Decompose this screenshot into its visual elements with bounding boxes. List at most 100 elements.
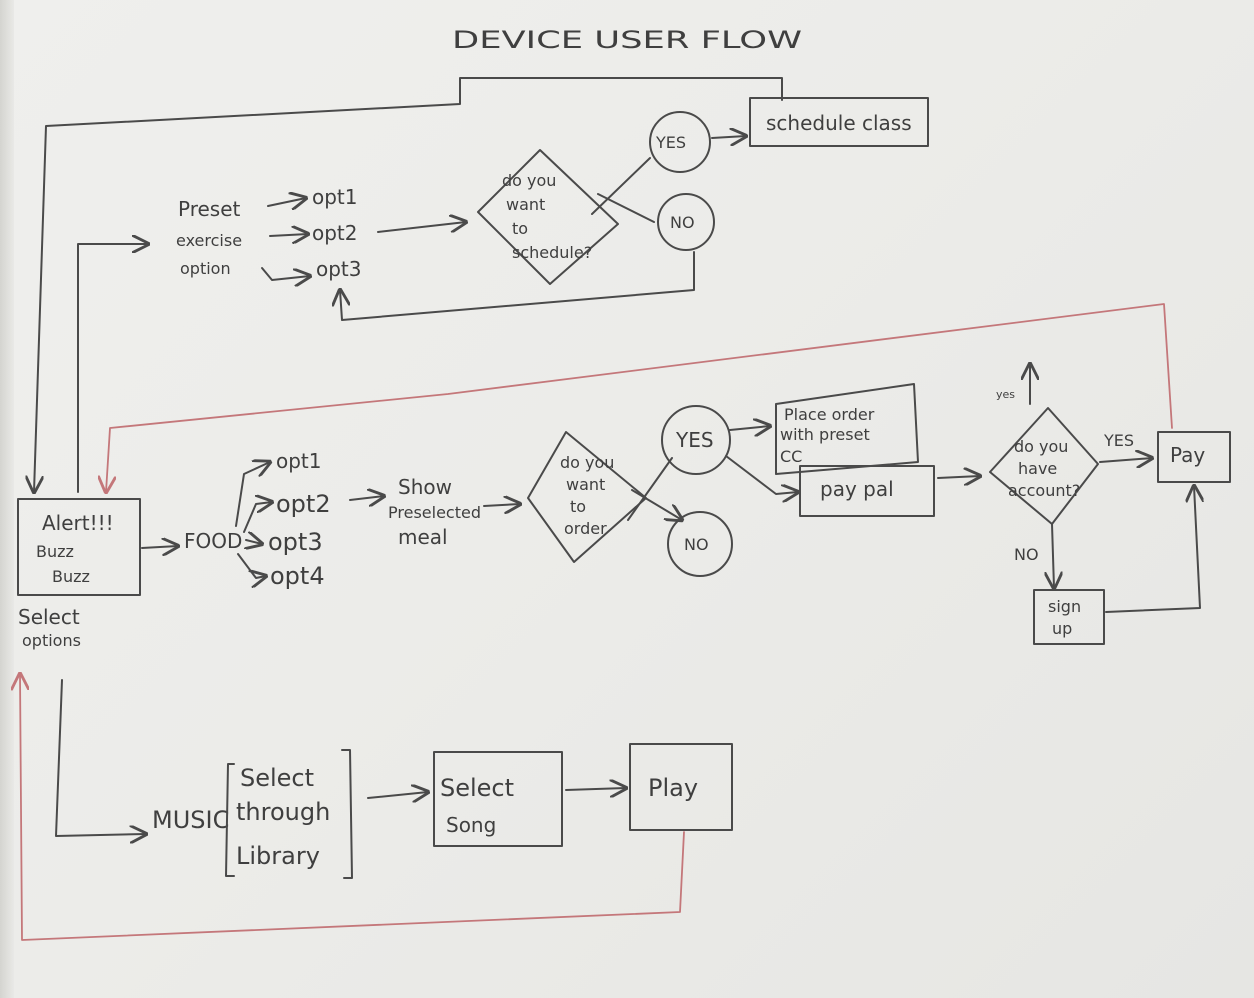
exercise-yes-circle [649, 111, 711, 173]
exercise-label-2: exercise [176, 231, 242, 250]
paper-edge [0, 0, 14, 998]
exercise-label-1: Preset [178, 197, 241, 221]
sign-up-2: up [1052, 619, 1072, 638]
exercise-decision-4: schedule? [512, 243, 592, 262]
paypal-box [799, 465, 935, 517]
food-opt1: opt1 [276, 449, 322, 473]
alert-caption-2: options [22, 631, 81, 650]
sign-up-1: sign [1048, 597, 1081, 616]
exercise-to-decision-arrow [377, 222, 466, 233]
account-yes-arrow [1099, 458, 1152, 462]
exercise-decision-1: do you [502, 171, 556, 190]
music-label: MUSIC [152, 806, 229, 834]
food-opt4-arrow [237, 553, 266, 578]
food-decision-1: do you [560, 453, 614, 472]
pay-return-arrow [106, 303, 1173, 492]
play-box [629, 743, 733, 831]
select-song-2: Song [446, 813, 496, 837]
decision-to-no-line [597, 193, 655, 223]
show-meal-3: meal [398, 525, 448, 549]
show-meal-2: Preselected [388, 503, 481, 522]
food-opt4: opt4 [270, 562, 325, 590]
alert-box [17, 498, 141, 596]
place-order-3: CC [780, 447, 802, 466]
account-decision-3: account? [1008, 481, 1080, 500]
sign-up-box [1033, 589, 1105, 645]
diagram-title: DEVICE USER FLOW [452, 26, 802, 54]
library-to-song-arrow [367, 792, 428, 798]
exercise-opt3-arrow [261, 267, 310, 280]
library-bracket-left [225, 763, 235, 877]
library-3: Library [236, 842, 320, 870]
place-order-1: Place order [784, 405, 875, 424]
food-label: FOOD [184, 529, 242, 553]
yes-to-place-order-arrow [729, 426, 770, 430]
account-no-arrow [1052, 523, 1054, 588]
yes-to-paypal-arrow [725, 455, 798, 494]
food-opt3: opt3 [268, 528, 323, 556]
sign-up-to-pay-arrow [1105, 486, 1200, 613]
exercise-label-3: option [180, 259, 231, 278]
place-order-2: with preset [780, 425, 870, 444]
alert-line-1: Alert!!! [42, 511, 114, 535]
yes-to-schedule-arrow [711, 136, 746, 138]
food-decision-to-yes-line [627, 457, 673, 521]
food-yes: YES [675, 428, 714, 452]
exercise-opt2: opt2 [312, 221, 358, 245]
decision-to-yes-line [591, 157, 651, 215]
food-opt2-arrow [243, 502, 272, 533]
food-decision-2: want [566, 475, 605, 494]
song-to-play-arrow [565, 788, 626, 790]
food-decision-4: order [564, 519, 607, 538]
account-yes: YES [1103, 431, 1134, 450]
library-2: through [236, 798, 330, 826]
exercise-yes: YES [655, 133, 686, 152]
food-decision-3: to [570, 497, 586, 516]
select-song-1: Select [440, 774, 514, 802]
exercise-opt1: opt1 [312, 185, 358, 209]
exercise-no-circle [657, 193, 715, 251]
alert-to-exercise-arrow [77, 244, 148, 493]
schedule-class-box [749, 97, 929, 147]
account-decision-2: have [1018, 459, 1057, 478]
schedule-return-arrow [34, 77, 783, 492]
food-decision-to-no-line [631, 489, 682, 520]
select-song-box [433, 751, 563, 847]
food-opt3-arrow [246, 540, 262, 544]
pay-box [1157, 431, 1231, 483]
exercise-opt1-arrow [267, 198, 306, 206]
account-up-mark: yes [996, 388, 1015, 401]
opt2-to-show-arrow [349, 496, 384, 500]
show-to-decision-arrow [483, 504, 520, 506]
payment-to-account-arrow [937, 476, 980, 478]
food-yes-circle [661, 405, 731, 475]
exercise-no: NO [670, 213, 695, 232]
alert-to-food-arrow [141, 546, 178, 548]
alert-caption-1: Select [18, 605, 80, 629]
account-decision-1: do you [1014, 437, 1068, 456]
alert-to-music-arrow [55, 679, 146, 836]
food-opt2: opt2 [276, 490, 331, 518]
exercise-opt2-arrow [269, 234, 308, 236]
exercise-opt3: opt3 [316, 257, 362, 281]
pay-label: Pay [1170, 443, 1205, 467]
exercise-decision-3: to [512, 219, 528, 238]
no-return-arrow [340, 251, 695, 321]
schedule-class-label: schedule class [766, 111, 912, 135]
music-return-arrow [20, 674, 685, 941]
place-order-box [775, 383, 919, 475]
library-1: Select [240, 764, 314, 792]
play-label: Play [648, 774, 698, 802]
food-no-circle [667, 511, 733, 577]
paypal-label: pay pal [820, 477, 894, 501]
alert-line-2: Buzz [36, 542, 74, 561]
food-no: NO [684, 535, 709, 554]
exercise-decision-2: want [506, 195, 545, 214]
food-decision-diamond [527, 431, 647, 563]
library-bracket-right [341, 749, 353, 879]
show-meal-1: Show [398, 475, 452, 499]
account-no: NO [1014, 545, 1039, 564]
food-opt1-arrow [235, 462, 270, 527]
